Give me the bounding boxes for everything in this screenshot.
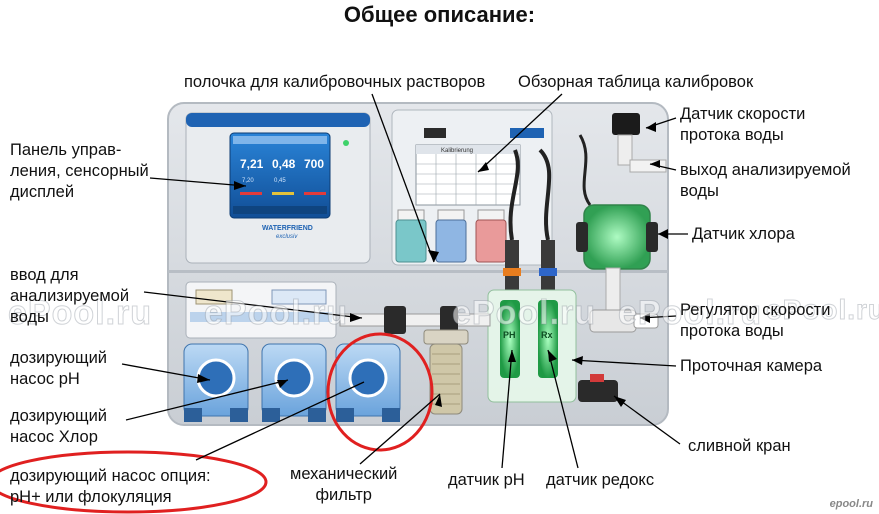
label-water-inlet: ввод для анализируемой воды: [10, 266, 130, 326]
watermark-2: ePool.ru: [203, 294, 349, 333]
ph-electrode-collar: [503, 268, 521, 276]
flow-sensor-pipe: [617, 134, 633, 166]
display-value-ph: 7,21: [240, 157, 264, 171]
drain-valve-body: [578, 380, 618, 402]
label-pump-option: дозирующий насос опция: pH+ или флокуляц…: [10, 467, 211, 506]
leader-pump-chlorine: [125, 379, 289, 421]
redox-electrode-collar: [539, 268, 557, 276]
label-mech-filter: механический фильтр: [290, 465, 398, 504]
highlight-ellipse-option-label: [0, 450, 268, 514]
display-value-redox: 700: [304, 157, 324, 171]
label-water-outlet: выход анализируемой воды: [680, 161, 851, 200]
watermark-4: ePool.ru: [617, 294, 763, 333]
inlet-fitting-2: [440, 306, 458, 334]
display-sub-chlorine: 0,45: [274, 178, 286, 184]
display-value-chlorine: 0,48: [272, 157, 296, 171]
pump-label-plate-logo: [195, 289, 233, 305]
display-bar-yellow: [272, 192, 294, 195]
controller-top-band: [186, 113, 370, 127]
calibration-bottle-2: [435, 209, 467, 263]
leader-lines: [121, 93, 688, 469]
leader-arrowheads: [197, 122, 668, 407]
label-redox-sensor: датчик редокс: [546, 471, 655, 489]
pump-label-plate-brand: [271, 289, 327, 305]
display-bar-red: [240, 192, 262, 195]
redox-electrode-body: [541, 240, 555, 290]
label-chlorine-sensor: Датчик хлора: [692, 225, 795, 243]
corner-watermark: epool.ru: [829, 498, 873, 510]
leader-ph-sensor: [501, 349, 513, 469]
calibration-chart-grid: [416, 154, 520, 205]
inlet-fitting: [384, 306, 406, 334]
label-drain-valve: сливной кран: [688, 437, 791, 455]
sensor-cable-redox: [538, 148, 552, 241]
chlorine-sensor-cell: [583, 204, 651, 270]
calibration-card-brand: [510, 128, 544, 138]
redox-sensor-marking: Rx: [541, 330, 553, 340]
page-title: Общее описание:: [343, 2, 536, 27]
highlight-ellipse-option-pump: [326, 332, 434, 452]
calibration-chart-title: Kalibrierung: [441, 148, 473, 154]
display-sub-ph: 7,20: [242, 178, 254, 184]
leader-drain: [613, 395, 681, 445]
label-flow-chamber: Проточная камера: [680, 357, 823, 375]
calibration-bottle-3: [475, 209, 507, 263]
label-shelf: полочка для калибровочных растворов: [184, 73, 486, 91]
leader-pump-ph: [121, 363, 211, 381]
calibration-card-logo: [424, 128, 446, 138]
touch-display: [229, 132, 331, 219]
leader-control-panel: [149, 177, 247, 187]
label-control-panel: Панель управ- ления, сенсорный дисплей: [10, 141, 149, 201]
watermark-3: ePool.ru: [451, 294, 597, 333]
ph-electrode-body: [505, 240, 519, 290]
sensor-cable-chlorine: [578, 134, 592, 206]
leader-shelf: [371, 93, 435, 263]
status-led: [343, 140, 349, 146]
controller-brand-sub: exclusiv: [276, 234, 298, 240]
dosing-pump-ph: [183, 343, 249, 422]
dosing-pump-chlorine: [261, 343, 327, 422]
label-ph-sensor: датчик pH: [448, 471, 525, 489]
watermark-1: ePool.ru: [7, 294, 153, 333]
controller-brand: WATERFRIEND: [262, 225, 313, 232]
chlorine-sensor-cap-left: [576, 222, 588, 252]
calibration-chart-header: [416, 145, 520, 154]
pump-label-plate-strip: [190, 312, 332, 322]
display-header-bar: [233, 136, 327, 144]
label-pump-chlorine: дозирующий насос Хлор: [10, 407, 108, 446]
label-pump-ph: дозирующий насос pH: [10, 349, 108, 388]
label-calib-table: Обзорная таблица калибровок: [518, 73, 754, 91]
drain-valve-handle: [590, 374, 604, 382]
ph-sensor-marking: PH: [503, 330, 516, 340]
leader-flow-chamber: [571, 359, 677, 367]
sensor-cable-ph: [508, 149, 520, 241]
leader-redox: [547, 349, 579, 469]
leader-inlet: [143, 291, 363, 319]
display-footer-bar: [233, 206, 327, 214]
flow-sensor-block: [612, 113, 640, 135]
label-flow-sensor: Датчик скорости протока воды: [680, 105, 806, 144]
panel-divider: [168, 270, 668, 273]
chlorine-sensor-cap-right: [646, 222, 658, 252]
label-flow-regulator: Регулятор скорости протока воды: [680, 301, 831, 340]
dosing-pump-option: [335, 343, 401, 422]
display-bar-red-2: [304, 192, 326, 195]
leader-calib-table: [477, 93, 563, 173]
ph-sensor-glow: [500, 300, 520, 378]
watermark-5: ePool.ru: [765, 294, 879, 326]
calibration-bottle-1: [395, 209, 427, 263]
leader-pump-option: [195, 381, 365, 461]
leader-filter: [359, 393, 441, 465]
